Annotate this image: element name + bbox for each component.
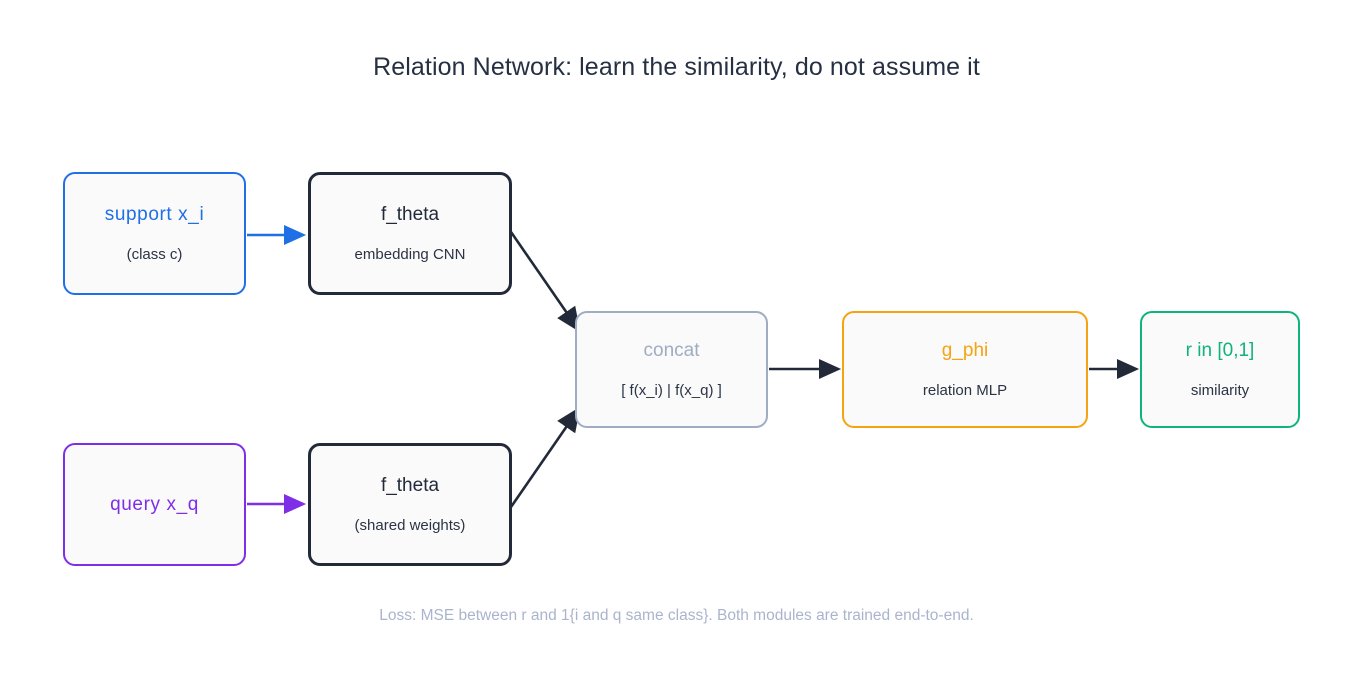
node-g-phi-subtitle: relation MLP <box>922 382 1008 399</box>
node-f-theta-bottom[interactable]: f_theta (shared weights) <box>308 443 512 566</box>
node-f-theta-top[interactable]: f_theta embedding CNN <box>308 172 512 295</box>
node-concat-subtitle: [ f(x_i) | f(x_q) ] <box>621 382 722 399</box>
node-query[interactable]: query x_q <box>63 443 246 566</box>
edge-ftheta-bottom-to-concat <box>509 406 581 508</box>
node-concat-title: concat <box>643 340 700 361</box>
node-support-subtitle: (class c) <box>126 246 183 263</box>
node-f-theta-bottom-subtitle: (shared weights) <box>354 517 466 534</box>
node-f-theta-top-subtitle: embedding CNN <box>354 246 466 263</box>
node-query-title: query x_q <box>110 494 199 515</box>
page-title: Relation Network: learn the similarity, … <box>373 53 980 81</box>
node-output-title: r in [0,1] <box>1185 340 1255 361</box>
node-support-title: support x_i <box>104 204 205 225</box>
node-g-phi-title: g_phi <box>941 340 989 361</box>
node-output-subtitle: similarity <box>1190 382 1250 399</box>
node-f-theta-bottom-title: f_theta <box>380 475 440 496</box>
node-f-theta-top-title: f_theta <box>380 204 440 225</box>
diagram-caption: Loss: MSE between r and 1{i and q same c… <box>379 607 974 624</box>
node-support[interactable]: support x_i (class c) <box>63 172 246 295</box>
node-output[interactable]: r in [0,1] similarity <box>1140 311 1300 428</box>
node-g-phi[interactable]: g_phi relation MLP <box>842 311 1088 428</box>
node-concat[interactable]: concat [ f(x_i) | f(x_q) ] <box>575 311 768 428</box>
edge-ftheta-top-to-concat <box>509 231 581 333</box>
